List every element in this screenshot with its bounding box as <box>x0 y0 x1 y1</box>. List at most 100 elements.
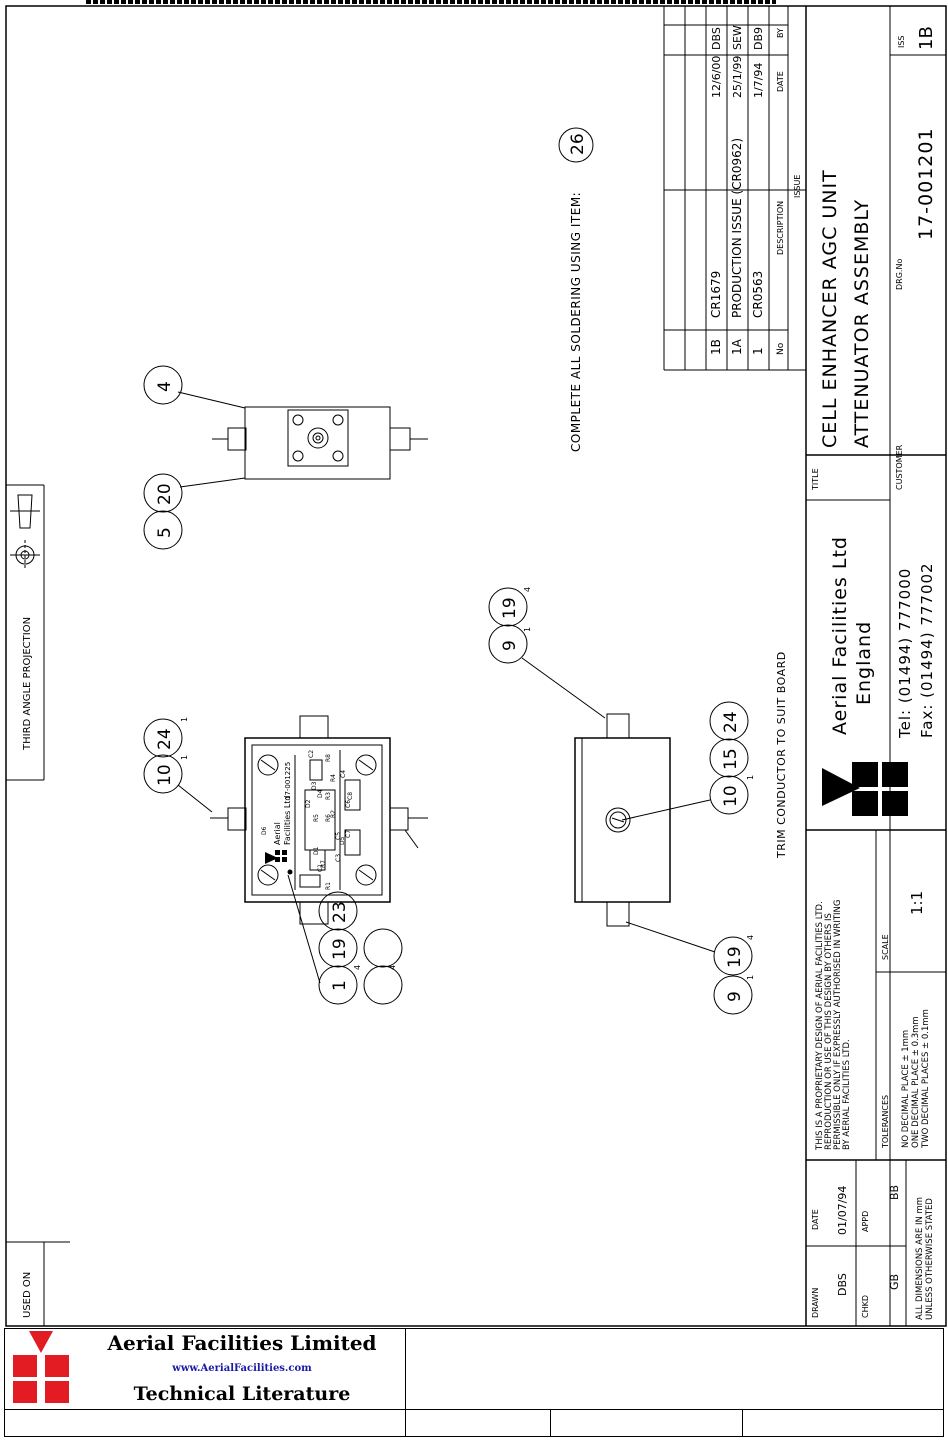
svg-text:19: 19 <box>330 938 350 960</box>
footer-company-name: Aerial Facilities Limited <box>107 1331 377 1355</box>
svg-text:R8: R8 <box>325 754 332 762</box>
balloon-5-20: 20 5 <box>143 473 246 550</box>
company-country: England <box>853 621 875 705</box>
drawing-number: 17-001201 <box>915 127 937 240</box>
balloon-23-second <box>363 928 403 1005</box>
tolerance-line-1: NO DECIMAL PLACE ± 1mm <box>901 1030 911 1148</box>
dims-note-line-1: ALL DIMENSIONS ARE IN mm <box>915 1197 925 1320</box>
balloon-1-19-23: 1 19 4 23 4 <box>287 874 397 1005</box>
scale-label: SCALE <box>881 934 890 960</box>
company-tel: Tel: (01494) 777000 <box>896 568 914 739</box>
engineering-drawing: 1B 1A 1 No CR1679 PRODUCTION ISSUE (CR09… <box>5 5 947 1327</box>
footer-website-link[interactable]: www.AerialFacilities.com <box>172 1363 312 1374</box>
company-block: Aerial Facilities Ltd England Tel: (0149… <box>806 536 946 831</box>
iss-label: ISS <box>897 35 906 48</box>
svg-text:24: 24 <box>721 711 741 733</box>
pcb-component-labels: C2 C1 C3 C4 C5 C6 C7 C8 R1 R2 R3 R4 R5 R… <box>261 750 354 890</box>
svg-text:C3: C3 <box>335 854 342 862</box>
issue-desc-1a: PRODUCTION ISSUE (CR0962) <box>730 138 744 318</box>
svg-text:4: 4 <box>353 965 362 970</box>
svg-text:23: 23 <box>330 901 350 923</box>
issue-date-1b: 12/6/00 <box>710 56 723 98</box>
svg-text:5: 5 <box>155 527 175 538</box>
solder-note: COMPLETE ALL SOLDERING USING ITEM: <box>569 192 583 452</box>
svg-text:D5: D5 <box>339 836 346 845</box>
issue-header: ISSUE <box>793 175 802 198</box>
svg-text:4: 4 <box>388 965 397 970</box>
svg-text:D4: D4 <box>317 789 324 798</box>
trim-note: TRIM CONDUCTOR TO SUIT BOARD <box>775 651 788 859</box>
svg-text:10: 10 <box>721 785 741 807</box>
footer-cell-divider-2 <box>742 1409 743 1436</box>
issue-date-1a: 25/1/99 <box>731 56 744 98</box>
svg-text:D6: D6 <box>261 826 268 835</box>
date-label: DATE <box>811 1209 820 1230</box>
footer-row-divider <box>5 1409 943 1410</box>
iss-value: 1B <box>916 26 937 50</box>
drawn-label: DRAWN <box>811 1288 820 1318</box>
issue-desc-1b: CR1679 <box>709 271 723 318</box>
company-name: Aerial Facilities Ltd <box>829 536 851 735</box>
issue-desc-header: DESCRIPTION <box>776 201 785 255</box>
drawn-value: DBS <box>836 1273 849 1296</box>
tolerance-line-3: TWO DECIMAL PLACES ± 0.1mm <box>921 1009 931 1149</box>
svg-text:D2: D2 <box>305 799 312 808</box>
svg-text:D1: D1 <box>313 846 320 855</box>
drg-label: DRG.No <box>895 259 904 290</box>
tolerance-line-2: ONE DECIMAL PLACE ± 0.3mm <box>911 1016 921 1148</box>
pcb-text-aerial: Aerial <box>273 822 282 845</box>
issue-no-1: 1 <box>751 347 765 355</box>
svg-text:R4: R4 <box>330 774 337 782</box>
proprietary-line-3: PERMISSIBLE ONLY IF EXPRESSLY AUTHORISED… <box>833 900 843 1150</box>
issue-by-header: BY <box>776 28 785 38</box>
chkd-value: GB <box>888 1274 901 1290</box>
used-on-label: USED ON <box>22 1272 33 1318</box>
issue-no-header: No <box>776 342 786 355</box>
svg-text:D3: D3 <box>311 781 318 790</box>
proprietary-line-1: THIS IS A PROPRIETARY DESIGN OF AERIAL F… <box>815 901 825 1151</box>
title-line-1: CELL ENHANCER AGC UNIT <box>819 169 841 448</box>
footer-divider <box>405 1329 406 1436</box>
aerial-facilities-logo-icon <box>13 1331 69 1403</box>
pcb-text-facilities: Facilities Ltd <box>283 796 292 846</box>
footer-cell-divider-1 <box>550 1409 551 1436</box>
title-line-2: ATTENUATOR ASSEMBLY <box>851 199 873 448</box>
balloon-10-15-24: 10 1 15 24 <box>621 701 755 821</box>
chkd-label: CHKD <box>861 1295 870 1318</box>
end-view <box>212 406 428 480</box>
projection-label: THIRD ANGLE PROJECTION <box>22 617 33 751</box>
customer-label: CUSTOMER <box>895 444 904 490</box>
literature-footer: Aerial Facilities Limited www.AerialFaci… <box>4 1328 944 1437</box>
appd-value: BB <box>888 1185 901 1200</box>
company-logo-icon <box>822 762 908 816</box>
title-label: TITLE <box>811 468 820 491</box>
balloon-4: 4 <box>143 365 246 409</box>
issue-no-1a: 1A <box>730 338 744 355</box>
side-view <box>574 713 671 927</box>
svg-text:R2: R2 <box>330 810 337 818</box>
svg-text:C1: C1 <box>317 864 324 872</box>
footer-literature-title: Technical Literature <box>133 1383 351 1405</box>
svg-text:C7: C7 <box>345 830 352 838</box>
pcb-assembly-view <box>210 715 428 925</box>
issue-by-1b: DBS <box>710 27 723 50</box>
issue-by-1: DB9 <box>752 27 765 50</box>
svg-text:C2: C2 <box>308 750 315 758</box>
svg-text:4: 4 <box>523 587 532 592</box>
appd-label: APPD <box>861 1211 870 1232</box>
notes-block: THIS IS A PROPRIETARY DESIGN OF AERIAL F… <box>806 830 946 1161</box>
scale-value: 1:1 <box>908 891 926 915</box>
balloon-9-19-top: 9 19 1 4 <box>488 587 606 719</box>
proprietary-line-2: REPRODUCTION OR USE OF THIS DESIGN BY OT… <box>824 913 834 1150</box>
svg-text:R3: R3 <box>325 792 332 800</box>
revision-table: 1B 1A 1 No CR1679 PRODUCTION ISSUE (CR09… <box>663 6 806 371</box>
svg-text:C8: C8 <box>347 792 354 800</box>
svg-text:C6: C6 <box>345 800 352 808</box>
issue-date-1: 1/7/94 <box>752 63 765 98</box>
title-section: TITLE CELL ENHANCER AGC UNIT ATTENUATOR … <box>806 6 946 501</box>
balloon-9-19-bottom: 9 1 19 4 <box>625 921 755 1015</box>
date-value: 01/07/94 <box>836 1186 849 1235</box>
svg-text:15: 15 <box>721 748 741 770</box>
issue-by-1a: SEW <box>731 25 744 50</box>
svg-text:R6: R6 <box>325 814 332 822</box>
